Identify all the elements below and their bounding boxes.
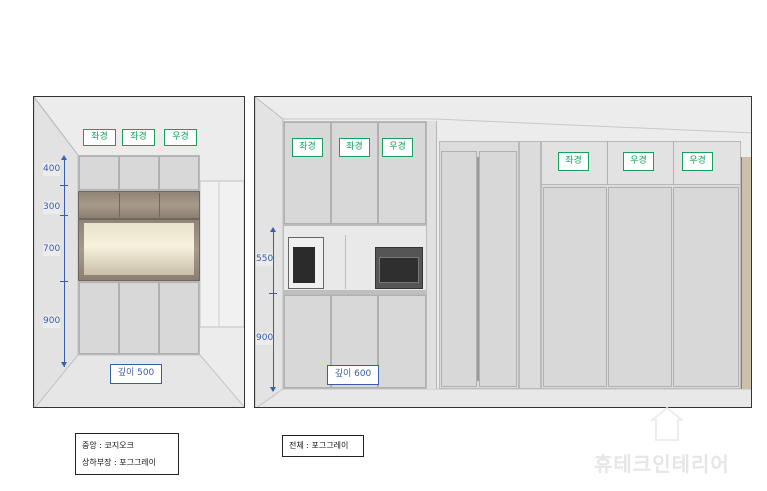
adjacent-wood-shelf	[741, 157, 751, 389]
watermark-logo-icon	[650, 406, 684, 441]
door-tag: 좌경	[292, 138, 323, 157]
dim-arrow	[61, 362, 67, 367]
dimension-value: 900	[256, 332, 274, 345]
note-line: 전체 : 포그그레이	[289, 441, 349, 450]
lower-door-2	[119, 282, 159, 354]
door-tag: 좌경	[83, 129, 116, 146]
note-line: 상하부장 : 포그그레이	[82, 458, 157, 467]
height-dimension-line	[273, 231, 274, 391]
dimension-value: 900	[43, 315, 61, 328]
depth-label: 깊이 600	[327, 365, 379, 385]
dim-arrow	[61, 155, 67, 160]
lower-door-3	[159, 282, 199, 354]
door-tag: 우경	[164, 129, 197, 146]
door-tag: 우경	[623, 152, 654, 171]
dimension-value: 400	[43, 163, 61, 176]
left-elevation-view: 좌경 좌경 우경 400 300 700 900 깊이 500	[33, 96, 245, 408]
right-room-perspective	[255, 97, 751, 407]
upper-door-1	[79, 156, 119, 190]
door-tag: 좌경	[122, 129, 155, 146]
watermark-text: 휴테크인테리어	[594, 452, 730, 476]
right-elevation-view: 좌경 좌경 우경 좌경 우경 우경 550 900 깊이 600	[254, 96, 752, 408]
dimension-value: 700	[43, 243, 61, 256]
upper-door-2	[119, 156, 159, 190]
depth-label: 깊이 500	[110, 364, 162, 384]
note-line: 중앙 : 코지오크	[82, 441, 134, 450]
door-tag: 우경	[382, 138, 413, 157]
door-tag: 좌경	[558, 152, 589, 171]
material-note-right: 전체 : 포그그레이	[282, 435, 364, 457]
niche-back-light	[84, 223, 194, 275]
wood-lift-cabinet	[78, 191, 200, 219]
dimension-value: 550	[256, 253, 274, 266]
door-tag: 좌경	[339, 138, 370, 157]
dimension-value: 300	[43, 201, 61, 214]
upper-door-3	[159, 156, 199, 190]
lower-door-1	[79, 282, 119, 354]
material-note-left: 중앙 : 코지오크 상하부장 : 포그그레이	[75, 433, 179, 475]
filler-panel	[519, 141, 541, 389]
height-dimension-line	[64, 159, 65, 367]
countertop	[283, 290, 427, 294]
door-tag: 우경	[682, 152, 713, 171]
